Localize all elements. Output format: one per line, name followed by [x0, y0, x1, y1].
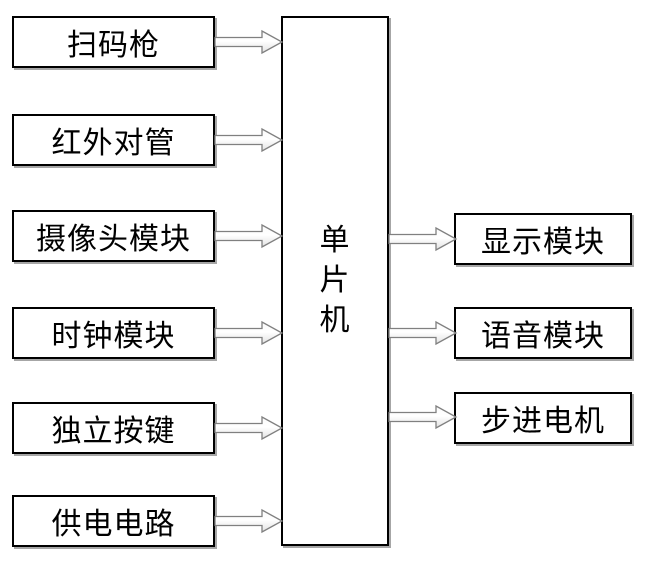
node-stepper-motor: 步进电机	[454, 392, 632, 444]
node-scanner-gun: 扫码枪	[12, 16, 215, 68]
node-label: 独立按键	[51, 415, 176, 448]
arrow-right-icon	[388, 404, 458, 430]
node-label: 步进电机	[481, 405, 605, 438]
node-mcu: 单片机	[281, 16, 389, 546]
node-voice-module: 语音模块	[454, 307, 632, 359]
node-clock-module: 时钟模块	[12, 307, 215, 359]
arrow-right-icon	[214, 508, 284, 534]
node-label: 语音模块	[481, 320, 605, 353]
arrow-right-icon	[388, 320, 458, 346]
node-display-module: 显示模块	[454, 213, 632, 265]
arrow-right-icon	[214, 320, 284, 346]
arrow-right-icon	[214, 223, 284, 249]
node-independent-keys: 独立按键	[12, 402, 215, 454]
node-label: 摄像头模块	[36, 223, 191, 256]
node-label-vertical: 单片机	[319, 224, 351, 337]
arrow-right-icon	[214, 29, 284, 55]
node-label: 时钟模块	[51, 320, 176, 353]
arrow-right-icon	[214, 127, 284, 153]
node-label: 扫码枪	[67, 29, 160, 62]
node-infrared-pair-tube: 红外对管	[12, 114, 215, 166]
node-label: 红外对管	[51, 127, 176, 160]
node-power-supply-circuit: 供电电路	[12, 495, 215, 547]
arrow-right-icon	[214, 415, 284, 441]
node-camera-module: 摄像头模块	[12, 210, 215, 262]
node-label: 显示模块	[481, 226, 605, 259]
arrow-right-icon	[388, 226, 458, 252]
node-label: 供电电路	[51, 508, 176, 541]
